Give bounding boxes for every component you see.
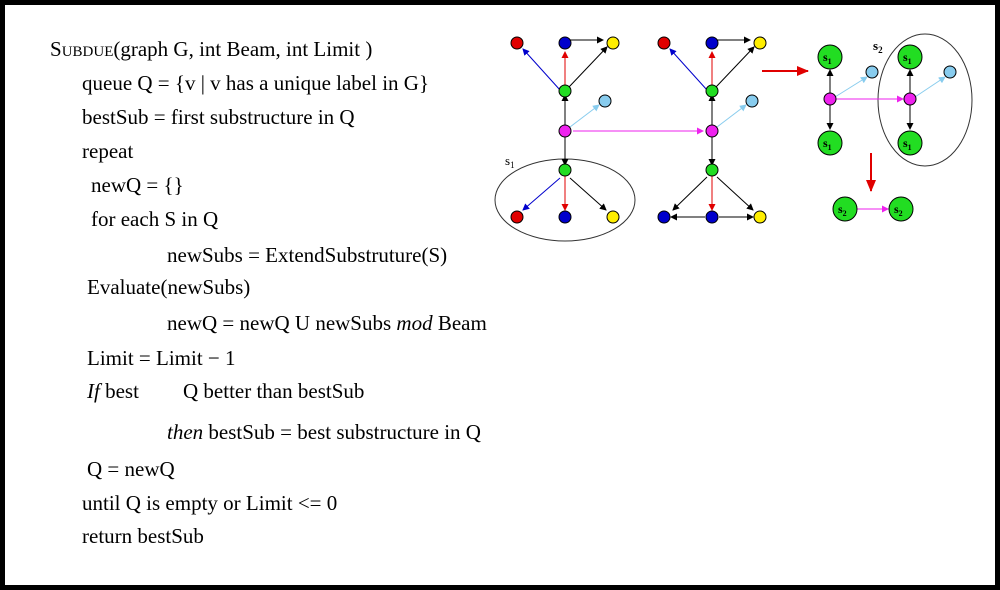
line-bestsub-init: bestSub = first substructure in Q — [82, 105, 355, 129]
line-then: then bestSub = best substructure in Q — [167, 420, 481, 444]
s2-ellipse — [877, 33, 973, 167]
line-until: until Q is empty or Limit <= 0 — [82, 491, 338, 515]
line-if: If best — [87, 379, 139, 403]
line-repeat: repeat — [82, 139, 134, 163]
line-q-assign: Q = newQ — [87, 457, 175, 481]
graph-copy-a — [510, 36, 704, 224]
algorithm-header: SUBDUE(graph G, int Beam, int Limit ) — [50, 37, 372, 64]
graph-copy-b — [657, 36, 767, 224]
line-queue-init: queue Q = {v | v has a unique label in G… — [82, 71, 430, 95]
line-beam: newQ = newQ U newSubs mod Beam — [167, 311, 487, 335]
line-newq-init: newQ = {} — [91, 173, 184, 197]
svg-text:s2: s2 — [894, 202, 903, 218]
line-evaluate: Evaluate(newSubs) — [87, 275, 251, 299]
svg-text:s1: s1 — [903, 136, 912, 152]
svg-text:s1: s1 — [823, 50, 832, 66]
svg-text:s2: s2 — [838, 202, 847, 218]
line-limit: Limit = Limit − 1 — [87, 346, 236, 370]
compressed-graph — [817, 44, 957, 156]
algo-params: (graph G, int Beam, int Limit ) — [113, 37, 373, 61]
s2-ellipse-label: s2 — [873, 38, 883, 55]
line-newsubs: newSubs = ExtendSubstruture(S) — [167, 243, 448, 267]
substructure-diagram: s1 — [494, 33, 973, 242]
s1-ellipse-label: s1 — [505, 153, 515, 170]
algo-name-initial: S — [50, 37, 62, 61]
line-return: return bestSub — [82, 524, 204, 548]
line-if-cond: Q better than bestSub — [183, 379, 365, 403]
svg-text:s1: s1 — [903, 50, 912, 66]
svg-text:s1: s1 — [823, 136, 832, 152]
final-graph — [832, 196, 914, 222]
line-for-each: for each S in Q — [91, 207, 219, 231]
algo-name-rest: UBDUE — [61, 44, 114, 60]
